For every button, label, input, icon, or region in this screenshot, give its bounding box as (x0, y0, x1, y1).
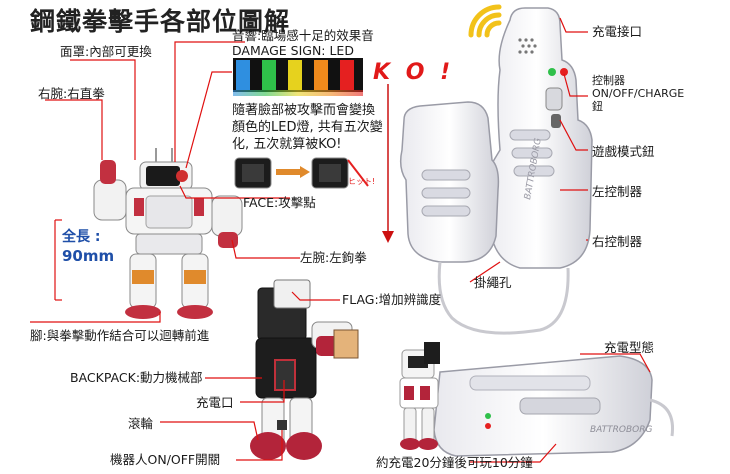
charging-dock-illustration: BATTROBORG (399, 342, 675, 457)
robot-leader-lines (30, 41, 340, 461)
charging-state-label: 充電型態 (604, 340, 655, 355)
page-title: 鋼鐵拳擊手各部位圖解 (30, 7, 291, 36)
face-hit-icon: ヒット! (234, 157, 375, 189)
led-description-line: 顏色的LED燈, 共有五次變 (232, 120, 383, 135)
charge-port-robot-label: 充電口 (196, 395, 234, 410)
led-description-line: 化, 五次就算被KO! (232, 137, 342, 152)
controller-illustration: BATTROBORG (399, 7, 593, 335)
svg-text:ヒット!: ヒット! (348, 177, 375, 186)
sound-label: 音響:臨場感十足的效果音 (232, 28, 374, 43)
controller-switch-line: 控制器 (592, 74, 625, 87)
controller-switch-label: 控制器 ON/OFF/CHARGE 鈕 (592, 74, 684, 113)
svg-text:BATTROBORG: BATTROBORG (590, 425, 653, 435)
backpack-label: BACKPACK:動力機械部 (70, 370, 203, 385)
led-description-line: 隨著臉部被攻擊而會變換 (232, 103, 376, 118)
wheel-label: 滾輪 (128, 416, 154, 431)
controller-leader-lines (469, 17, 651, 463)
ko-label: K O ! (373, 60, 455, 85)
controller-switch-line: 鈕 (592, 100, 603, 113)
damage-sign-label: DAMAGE SIGN: LED (232, 43, 354, 58)
robot-power-label: 機器人ON/OFF開關 (110, 452, 221, 467)
size-indicator: 全長 : 90mm (62, 228, 118, 272)
led-strip-icon (233, 58, 363, 96)
led-description: 隨著臉部被攻擊而會變換 顏色的LED燈, 共有五次變 化, 五次就算被KO! (232, 102, 383, 153)
legs-label: 腳:與拳擊動作結合可以迴轉前進 (30, 328, 210, 343)
signal-waves-icon (468, 4, 502, 38)
strap-hole-label: 掛繩孔 (474, 275, 512, 290)
charge-time-label: 約充電20分鐘後可玩10分鐘 (376, 455, 533, 470)
right-controller-label: 右控制器 (592, 234, 643, 249)
game-mode-label: 遊戲模式鈕 (592, 144, 655, 159)
robot-back-illustration (250, 279, 359, 460)
controller-switch-line: ON/OFF/CHARGE (592, 87, 685, 100)
charge-port-label: 充電接口 (592, 24, 643, 39)
mask-label: 面罩:內部可更換 (60, 44, 152, 59)
robot-illustration (93, 148, 243, 319)
size-value: 90mm (62, 247, 115, 265)
left-controller-label: 左控制器 (592, 184, 643, 199)
face-label: FACE:攻擊點 (243, 195, 316, 210)
flag-label: FLAG:增加辨識度 (342, 292, 442, 307)
right-arm-label: 右腕:右直拳 (38, 86, 105, 101)
left-arm-label: 左腕:左鉤拳 (300, 250, 367, 265)
size-label: 全長 : (62, 229, 101, 245)
